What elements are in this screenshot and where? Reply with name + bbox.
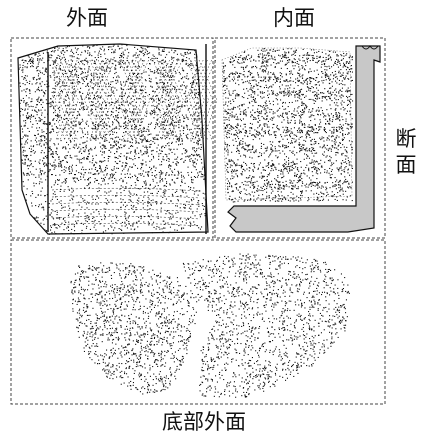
- outer-surface-stipple: [18, 44, 206, 235]
- inner-surface-frame: [214, 37, 386, 239]
- cross-section-profile: [227, 45, 381, 233]
- outer-surface-frame: [10, 37, 214, 239]
- outer-surface-label: 外面: [66, 6, 108, 30]
- inner-surface-outline: [221, 47, 353, 201]
- inner-surface-label: 内面: [273, 6, 315, 30]
- outer-surface-outline: [17, 43, 209, 235]
- cross-section-label-top: 断: [395, 127, 417, 151]
- cross-section-label: 断 面: [395, 126, 417, 178]
- cross-section-break-top: [361, 45, 379, 50]
- bottom-surface-stipple: [70, 253, 350, 398]
- bottom-outer-surface-label: 底部外面: [162, 410, 246, 434]
- outer-surface-hatching: [50, 59, 218, 227]
- inner-surface-stipple: [222, 48, 354, 203]
- cross-section-label-bottom: 面: [395, 153, 417, 177]
- bottom-surface-frame: [10, 239, 386, 405]
